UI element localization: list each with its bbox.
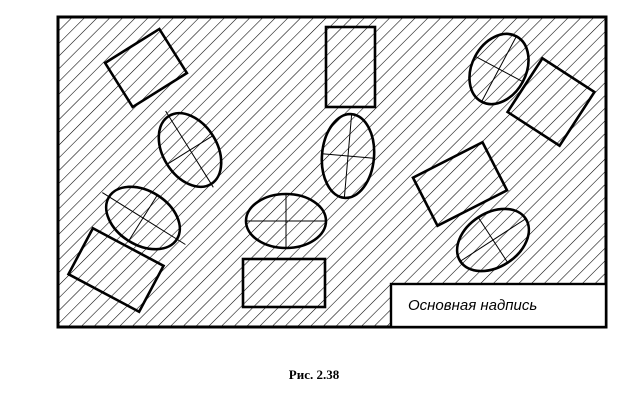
ellipse-shapes [102, 32, 531, 273]
title-block [389, 282, 608, 329]
rectangle-top-center [324, 25, 377, 109]
rectangle-top-right [505, 56, 597, 148]
rectangle-middle-right [411, 140, 509, 228]
ellipse-center [320, 112, 376, 200]
rectangle-bottom-center [241, 257, 327, 309]
title-block-text: Основная надпись [408, 297, 537, 314]
rectangle-bottom-left [66, 226, 166, 314]
ellipse-top-right [468, 32, 530, 106]
drawing-frame [56, 15, 608, 329]
rectangle-top-left [103, 27, 189, 109]
ellipse-middle-left [102, 185, 186, 251]
ellipse-bottom-right [455, 207, 531, 273]
ellipse-upper-left [157, 110, 223, 189]
rectangle-shapes [66, 25, 597, 314]
figure-caption: Рис. 2.38 [289, 367, 340, 382]
ellipse-bottom-center [244, 192, 328, 250]
